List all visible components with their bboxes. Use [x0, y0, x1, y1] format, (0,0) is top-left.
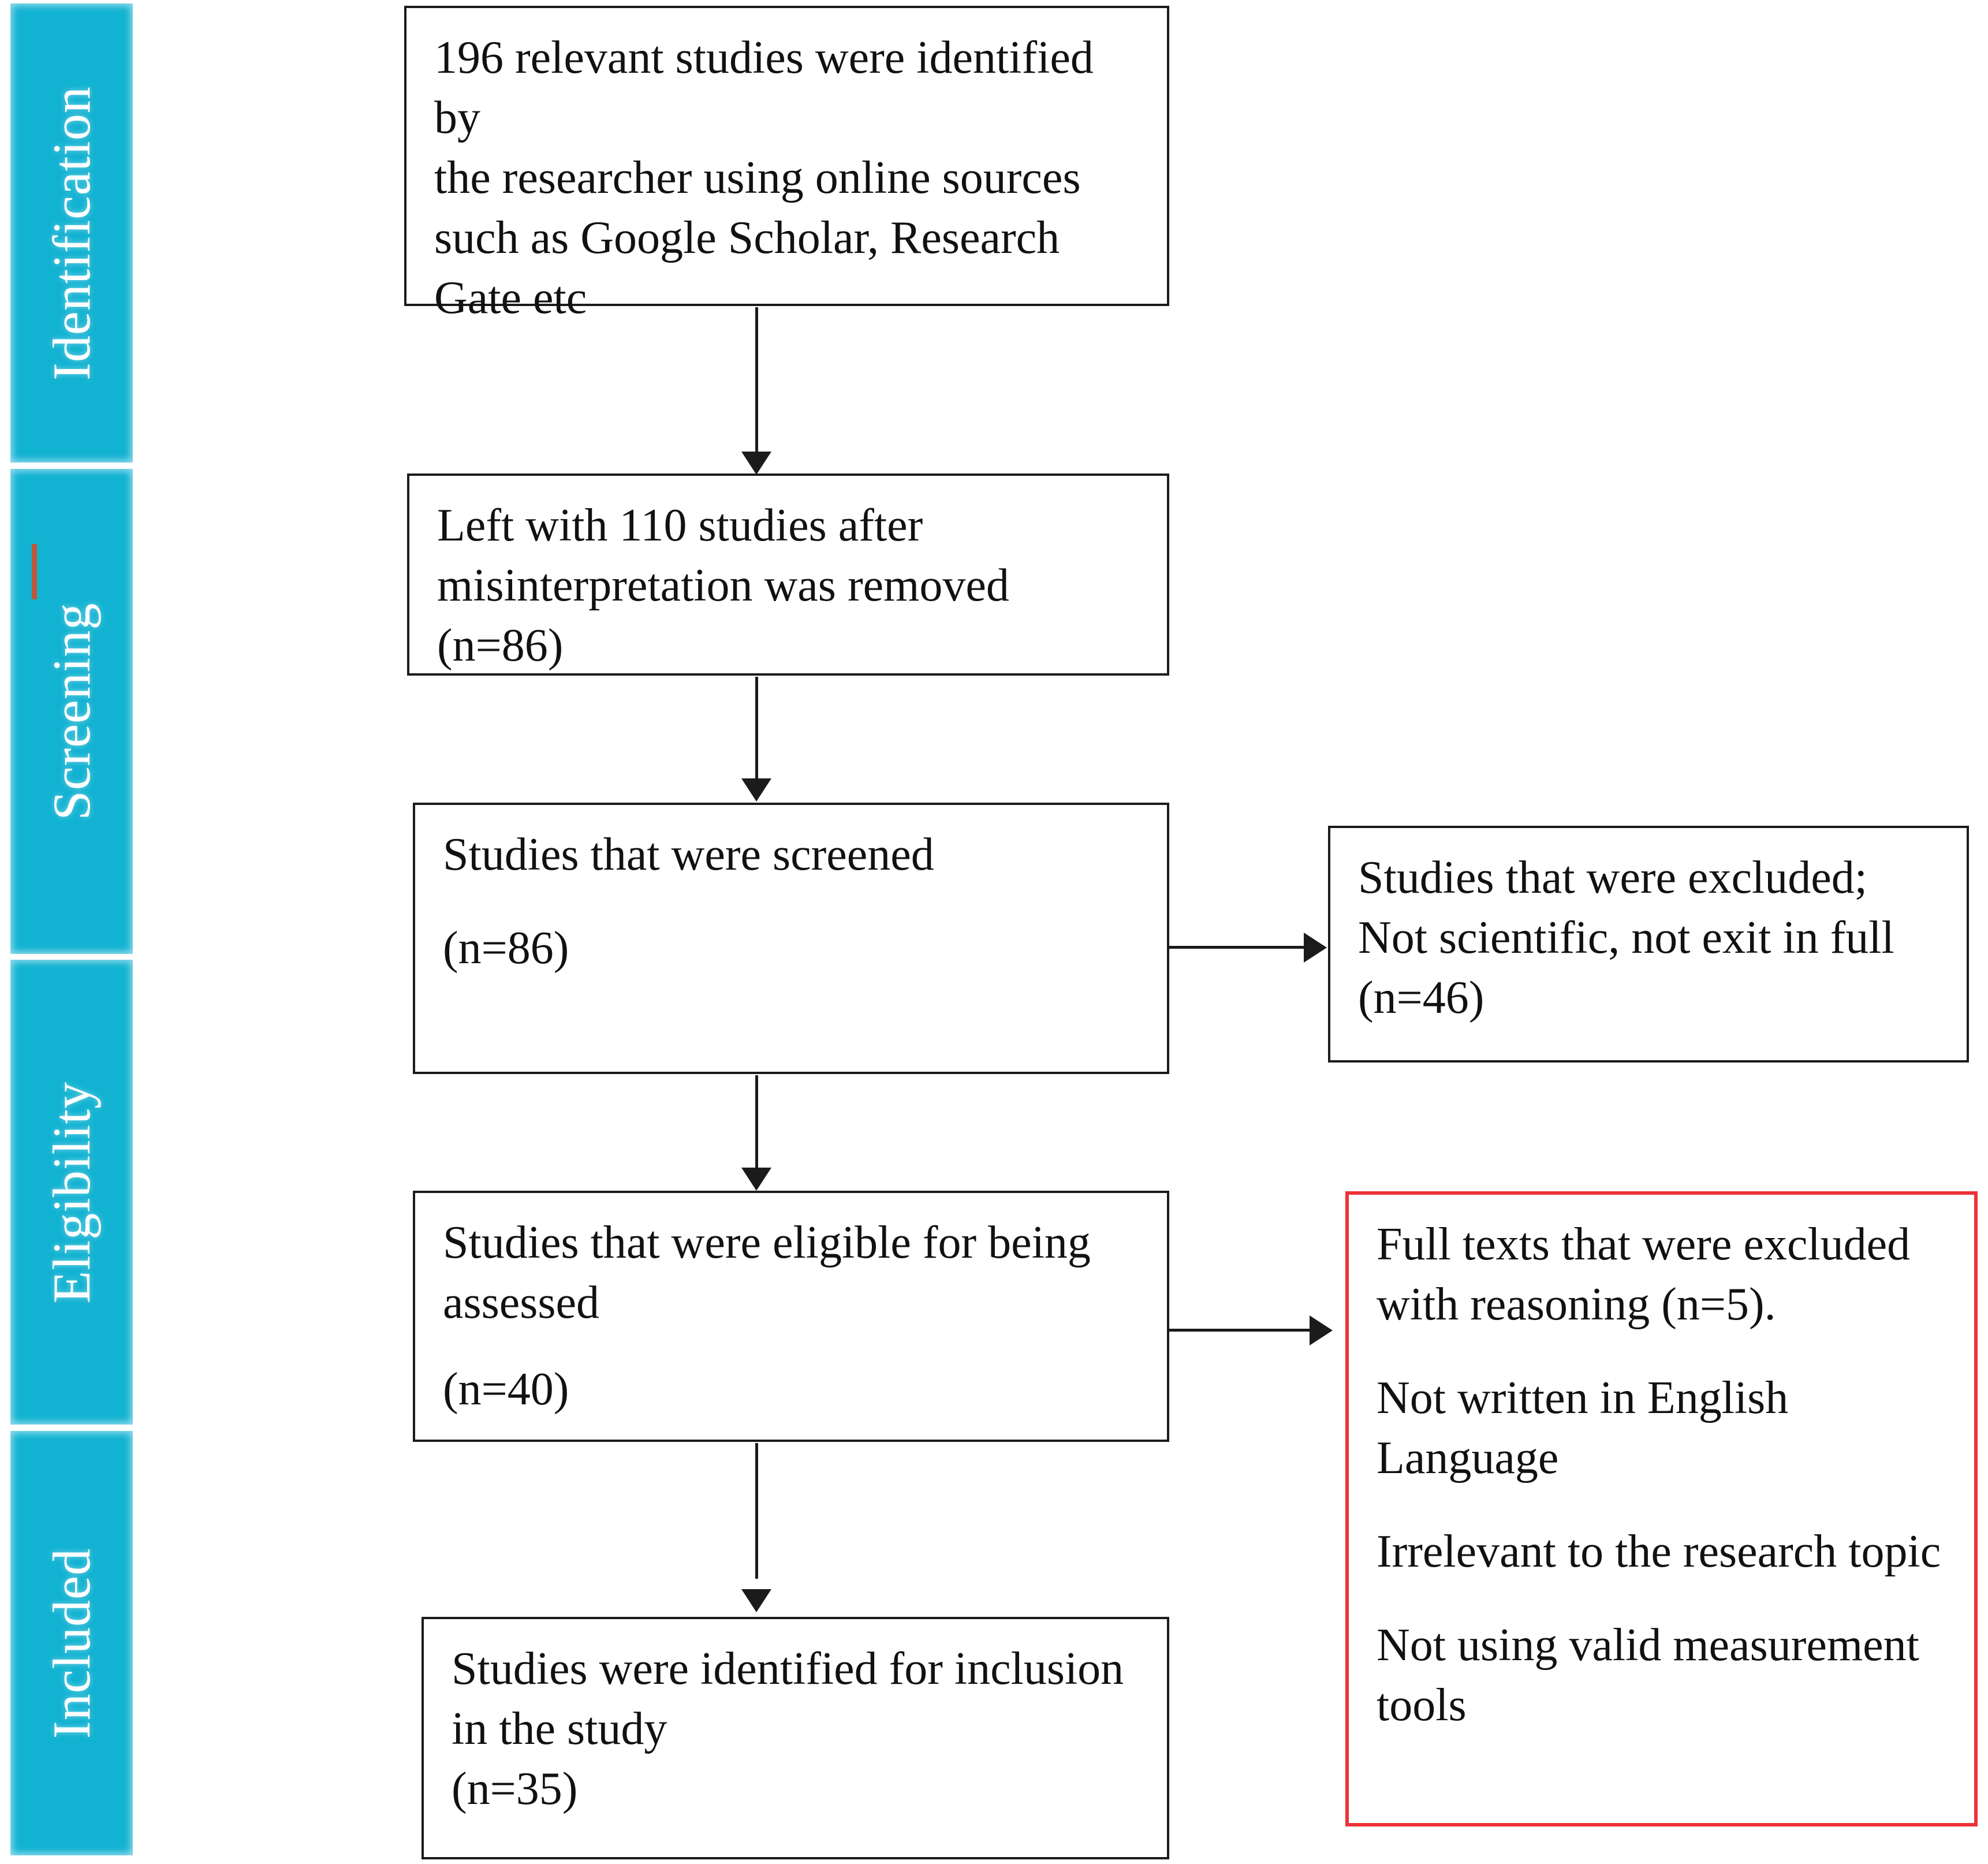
arrow-identified-to-removal-line [755, 307, 758, 462]
box-studies-screened-text: Studies that were screened (n=86) [443, 825, 1150, 978]
fulltext-line-3: Not written in English [1377, 1373, 1789, 1423]
arrow-removal-to-screened-head [741, 778, 771, 801]
box-studies-eligible: Studies that were eligible for being ass… [413, 1191, 1169, 1442]
box-studies-eligible-text: Studies that were eligible for being ass… [443, 1213, 1150, 1419]
arrow-eligible-to-included-line [755, 1443, 758, 1579]
identified-line-4: Gate etc [434, 273, 587, 323]
arrow-identified-to-removal-head [741, 452, 771, 475]
box-studies-identified: 196 relevant studies were identified by … [404, 6, 1169, 323]
phase-included-label: Included [42, 1548, 101, 1739]
excluded-line-3: (n=46) [1358, 972, 1485, 1023]
phase-screening-label: Screening [42, 602, 101, 821]
eligible-line-3: (n=40) [443, 1364, 569, 1415]
arrow-eligible-to-fulltext-excluded-head [1310, 1315, 1333, 1345]
arrow-screened-to-eligible-line [755, 1075, 758, 1176]
phase-screening: Screening [10, 469, 133, 954]
fulltext-line-5: Irrelevant to the research topic [1377, 1526, 1941, 1577]
phase-eligibility: Eligibility [10, 960, 133, 1425]
box-after-misinterpretation-removed-text: Left with 110 studies after misinterpret… [437, 495, 1150, 676]
phase-identification: Identification [10, 3, 133, 463]
arrow-screened-to-excluded-line [1169, 946, 1311, 949]
arrow-eligible-to-fulltext-excluded-line [1169, 1329, 1316, 1332]
box-fulltexts-excluded-text: Full texts that were excluded with reaso… [1377, 1214, 1957, 1735]
removal-line-1: Left with 110 studies after [437, 500, 923, 551]
excluded-line-1: Studies that were excluded; [1358, 852, 1867, 903]
eligible-line-1: Studies that were eligible for being [443, 1217, 1091, 1268]
included-line-3: (n=35) [452, 1764, 578, 1814]
fulltext-line-4: Language [1377, 1433, 1559, 1483]
box-after-misinterpretation-removed: Left with 110 studies after misinterpret… [407, 474, 1169, 676]
box-studies-excluded-text: Studies that were excluded; Not scientif… [1358, 848, 1949, 1028]
box-studies-included: Studies were identified for inclusion in… [422, 1617, 1169, 1859]
phase-identification-label: Identification [42, 85, 101, 381]
phase-eligibility-label: Eligibility [42, 1081, 101, 1303]
box-studies-excluded: Studies that were excluded; Not scientif… [1328, 826, 1969, 1063]
identified-line-3: such as Google Scholar, Research [434, 213, 1060, 263]
phase-included: Included [10, 1431, 133, 1855]
screened-line-1: Studies that were screened [443, 829, 934, 880]
fulltext-line-7: tools [1377, 1680, 1467, 1731]
excluded-line-2: Not scientific, not exit in full [1358, 912, 1894, 963]
box-studies-screened: Studies that were screened (n=86) [413, 803, 1169, 1074]
removal-line-3: (n=86) [437, 620, 564, 671]
arrow-screened-to-excluded-head [1304, 933, 1327, 963]
screening-red-mark [32, 544, 37, 599]
screened-line-2: (n=86) [443, 923, 569, 974]
eligible-line-2: assessed [443, 1277, 600, 1328]
included-line-1: Studies were identified for inclusion [452, 1643, 1124, 1694]
fulltext-line-6: Not using valid measurement [1377, 1620, 1919, 1671]
fulltext-line-2: with reasoning (n=5). [1377, 1279, 1776, 1330]
included-line-2: in the study [452, 1703, 667, 1754]
box-studies-identified-text: 196 relevant studies were identified by … [434, 28, 1150, 328]
box-fulltexts-excluded: Full texts that were excluded with reaso… [1345, 1191, 1978, 1826]
arrow-removal-to-screened-line [755, 677, 758, 786]
identified-line-2: the researcher using online sources [434, 152, 1081, 203]
box-studies-included-text: Studies were identified for inclusion in… [452, 1639, 1150, 1819]
identified-line-1: 196 relevant studies were identified by [434, 32, 1094, 143]
arrow-screened-to-eligible-head [741, 1168, 771, 1191]
arrow-eligible-to-included-head [741, 1589, 771, 1612]
fulltext-line-1: Full texts that were excluded [1377, 1219, 1911, 1270]
removal-line-2: misinterpretation was removed [437, 560, 1009, 611]
